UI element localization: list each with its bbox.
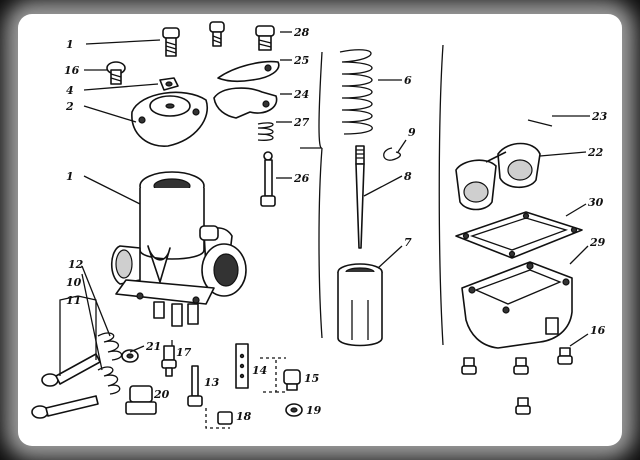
label-part-4: 4 — [66, 84, 74, 97]
part-8-needle — [355, 145, 365, 249]
part-16-bowl-screws — [461, 347, 573, 415]
label-part-30: 30 — [588, 196, 604, 209]
label-part-15: 15 — [304, 372, 319, 385]
part-10-spring — [97, 366, 121, 395]
label-part-2: 2 — [65, 100, 74, 113]
label-part-27: 27 — [293, 116, 310, 129]
part-29-float-bowl — [461, 261, 573, 349]
label-part-18: 18 — [236, 410, 252, 423]
part-22-floats — [455, 142, 541, 211]
part-21-nut — [121, 349, 139, 363]
part-13-jet — [187, 365, 203, 407]
label-part-17: 17 — [176, 346, 192, 359]
label-part-22: 22 — [587, 146, 604, 159]
part-15-cap — [283, 369, 301, 391]
label-part-6: 6 — [404, 74, 412, 87]
part-16-screw — [106, 61, 126, 85]
label-part-16: 16 — [64, 64, 80, 77]
label-part-14: 14 — [252, 364, 267, 377]
part-2-cap — [131, 91, 208, 147]
part-6-spring — [339, 49, 373, 135]
label-part-7: 7 — [404, 236, 412, 249]
part-1-carburetor-body — [110, 171, 247, 327]
dashed-group-14-15 — [260, 357, 286, 393]
label-part-1: 1 — [66, 170, 74, 183]
label-part-16-bowl: 16 — [590, 324, 606, 337]
part-11-screw — [31, 353, 101, 419]
label-part-3: 1 — [66, 38, 74, 51]
label-part-11: 11 — [66, 294, 81, 307]
label-part-28: 28 — [293, 26, 310, 39]
label-part-21: 21 — [145, 340, 161, 353]
label-part-19: 19 — [306, 404, 322, 417]
part-23-pin — [527, 119, 553, 127]
leader-lines — [59, 31, 590, 376]
label-part-13: 13 — [204, 376, 220, 389]
part-24-bracket — [213, 87, 278, 119]
dashed-group-13-18 — [205, 408, 230, 429]
label-part-8: 8 — [404, 170, 412, 183]
label-part-25: 25 — [293, 54, 309, 67]
label-part-9: 9 — [408, 126, 416, 139]
label-part-10: 10 — [66, 276, 82, 289]
part-28-plug — [255, 25, 275, 51]
part-14-tube — [235, 343, 249, 389]
part-18-nut — [217, 411, 233, 425]
label-part-12: 12 — [68, 258, 84, 271]
separator-bracket — [300, 51, 323, 339]
separator-line — [438, 44, 444, 346]
label-part-29: 29 — [589, 236, 606, 249]
part-26-rod — [260, 151, 276, 207]
label-part-26: 26 — [293, 172, 310, 185]
part-3-screw — [162, 27, 180, 57]
part-screw-top-mid — [209, 21, 225, 47]
part-30-gasket — [455, 211, 583, 259]
part-25-lever — [217, 60, 280, 83]
part-19-washer — [285, 403, 303, 417]
part-17-jet — [161, 345, 177, 377]
label-part-20: 20 — [153, 388, 170, 401]
label-part-23: 23 — [591, 110, 608, 123]
part-12-spring — [97, 332, 123, 361]
label-part-24: 24 — [293, 88, 309, 101]
part-9-clip — [383, 147, 402, 161]
part-4-nut — [159, 77, 179, 91]
part-7-slide — [337, 263, 383, 347]
part-27-spring — [257, 122, 274, 141]
part-20-plug — [125, 385, 157, 415]
